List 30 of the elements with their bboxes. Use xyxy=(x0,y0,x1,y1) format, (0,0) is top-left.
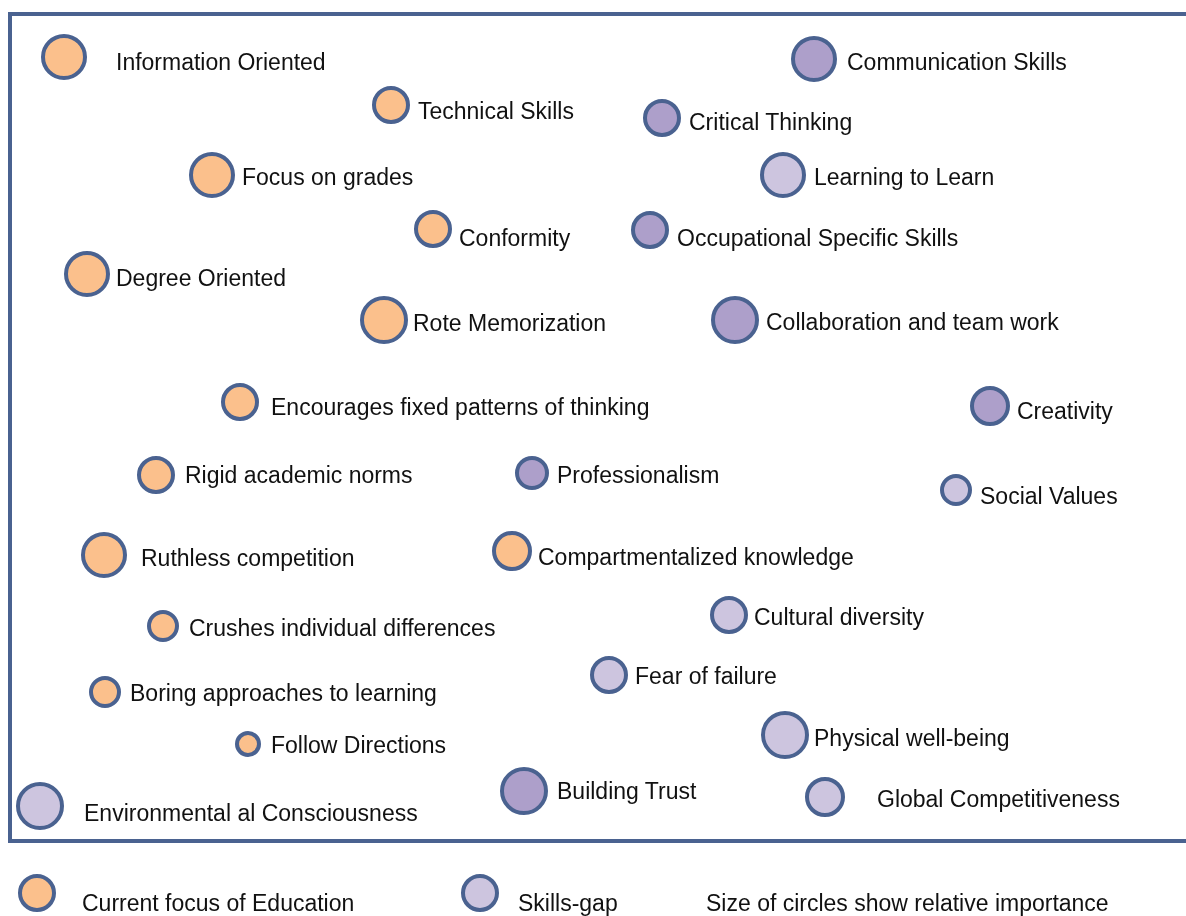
item-label: Cultural diversity xyxy=(754,603,924,631)
item-label: Follow Directions xyxy=(271,731,447,759)
legend-label: Skills-gap xyxy=(518,889,618,916)
item-label: Focus on grades xyxy=(242,163,414,191)
item-label: Environmental al Consciousness xyxy=(84,799,418,827)
item-label: Encourages fixed patterns of thinking xyxy=(271,393,650,421)
item-label: Occupational Specific Skills xyxy=(677,224,959,252)
note-text: Size of circles show relative importance xyxy=(706,889,1109,916)
item-label: Crushes individual differences xyxy=(189,614,496,642)
item-label: Learning to Learn xyxy=(814,163,995,191)
item-label: Collaboration and team work xyxy=(766,308,1059,336)
item-label: Technical Skills xyxy=(418,97,574,125)
item-label: Rigid academic norms xyxy=(185,461,413,489)
item-label: Ruthless competition xyxy=(141,544,355,572)
item-label: Global Competitiveness xyxy=(877,785,1120,813)
item-label: Conformity xyxy=(459,224,571,252)
item-label: Social Values xyxy=(980,482,1118,510)
item-label: Boring approaches to learning xyxy=(130,679,437,707)
item-label: Rote Memorization xyxy=(413,309,607,337)
item-label: Communication Skills xyxy=(847,48,1067,76)
item-label: Critical Thinking xyxy=(689,108,853,136)
item-label: Information Oriented xyxy=(116,48,326,76)
item-label: Fear of failure xyxy=(635,662,777,690)
item-label: Professionalism xyxy=(557,461,720,489)
item-label: Compartmentalized knowledge xyxy=(538,543,854,571)
legend-label: Current focus of Education xyxy=(82,889,355,916)
item-label: Creativity xyxy=(1017,397,1113,425)
item-label: Building Trust xyxy=(557,777,697,805)
item-label: Physical well-being xyxy=(814,724,1010,752)
item-label: Degree Oriented xyxy=(116,264,287,292)
